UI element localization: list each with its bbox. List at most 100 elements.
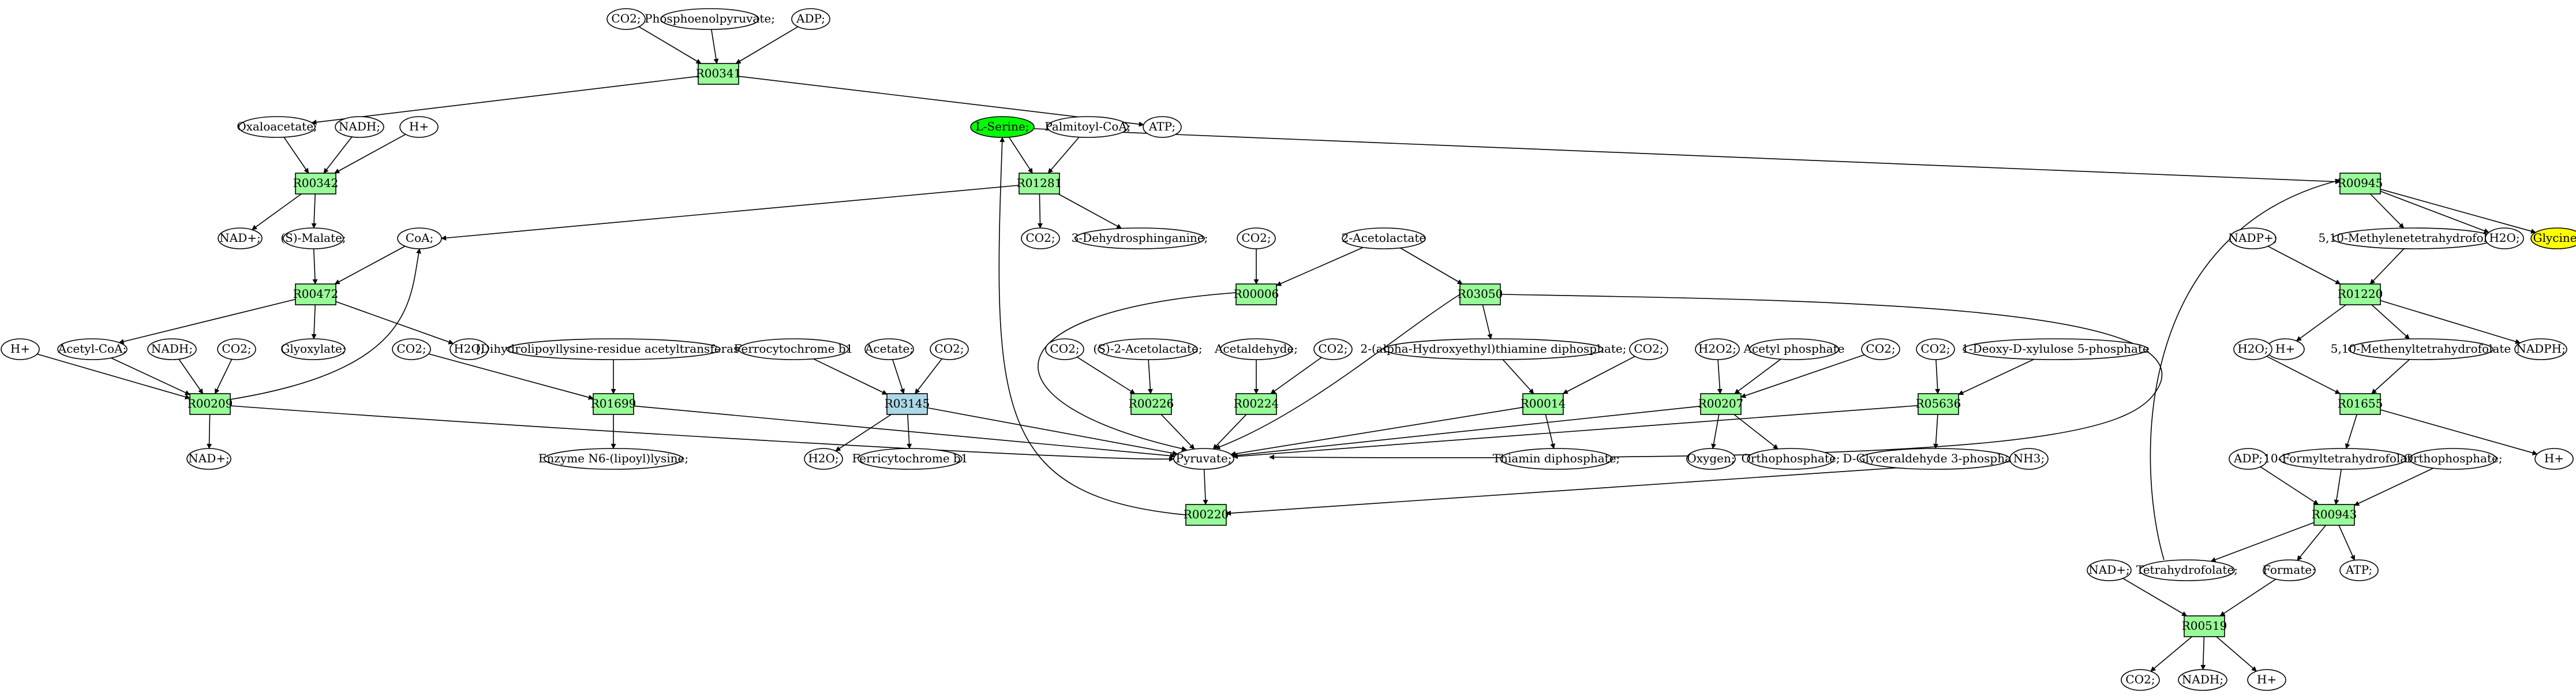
compound-node-n_h2o_b[interactable]: H2O; (804, 448, 843, 470)
compound-node-n_hplus_c[interactable]: H+ (2266, 338, 2305, 360)
reaction-node-r_R00209[interactable]: R00209 (188, 393, 233, 415)
reaction-node-r_R00943[interactable]: R00943 (2312, 504, 2357, 526)
reaction-node-r_R00341[interactable]: R00341 (696, 63, 742, 85)
compound-node-n_s2acetolactate[interactable]: (S)-2-Acetolactate; (1093, 338, 1203, 360)
compound-node-n_dehydrosphinganine[interactable]: 3-Dehydrosphinganine; (1072, 227, 1208, 249)
compound-node-n_co2_j[interactable]: CO2; (1861, 338, 1900, 360)
node-label: CO2; (1318, 342, 1347, 356)
reaction-node-r_R00224[interactable]: R00224 (1234, 393, 1279, 415)
compound-node-n_nadp_c[interactable]: NAD+; (2087, 559, 2132, 581)
compound-node-n_oxygen[interactable]: Oxygen; (1686, 448, 1736, 470)
compound-node-n_hplus_d[interactable]: H+ (2534, 448, 2574, 470)
compound-node-n_nadph[interactable]: NADPH; (2514, 338, 2567, 360)
edge-n_hydroxyethyl-to-r_R00014 (1502, 359, 1534, 394)
compound-node-n_acetylphosphate[interactable]: Acetyl phosphate (1743, 338, 1845, 360)
compound-node-n_oxaloacetate[interactable]: Oxaloacetate; (237, 116, 317, 138)
edge-n_smalate-to-r_R00472 (312, 248, 318, 285)
compound-node-n_formyl[interactable]: 10-Formyltetrahydrofolate; (2263, 448, 2423, 470)
compound-node-n_methenyl[interactable]: 5,10-Methenyltetrahydrofolate (2331, 338, 2511, 360)
compound-node-n_co2_k[interactable]: CO2; (1916, 338, 1955, 360)
reaction-node-r_R01220[interactable]: R01220 (2338, 283, 2383, 305)
compound-node-n_smalate[interactable]: (S)-Malate; (280, 227, 346, 249)
compound-node-n_hplus_b[interactable]: H+ (1, 338, 40, 360)
compound-node-n_glyoxylate[interactable]: Glyoxylate; (280, 338, 346, 360)
compound-node-n_glycine[interactable]: Glycine; (2530, 227, 2576, 249)
compound-node-n_orthophosphate_b[interactable]: Orthophosphate; (2403, 448, 2503, 470)
compound-node-n_orthophosphate_a[interactable]: Orthophosphate; (1741, 448, 1840, 470)
compound-node-n_co2_i[interactable]: CO2; (1629, 338, 1668, 360)
edge-r_R01281-to-n_coa (441, 185, 1020, 241)
compound-node-n_h2o_c[interactable]: H2O; (2485, 227, 2524, 249)
edge-n_formyl-to-r_R00943 (2334, 469, 2342, 505)
compound-node-n_lserine[interactable]: L-Serine; (970, 116, 1035, 138)
compound-node-n_co2_f[interactable]: CO2; (1237, 227, 1276, 249)
node-label: R05636 (1916, 397, 1961, 410)
compound-node-n_adp_b[interactable]: ADP; (2229, 448, 2268, 470)
compound-node-n_co2_c[interactable]: CO2; (392, 338, 431, 360)
node-label: R00220 (1184, 507, 1229, 521)
compound-node-n_co2_g[interactable]: CO2; (1045, 338, 1084, 360)
reaction-node-r_R00519[interactable]: R00519 (2182, 615, 2227, 637)
compound-node-n_acetylcoa[interactable]: Acetyl-CoA; (57, 338, 128, 360)
compound-node-n_deoxyxylulose[interactable]: 1-Deoxy-D-xylulose 5-phosphate (1961, 338, 2150, 360)
compound-node-n_thf[interactable]: Tetrahydrofolate; (2136, 559, 2238, 581)
compound-node-n_nadpplus[interactable]: NADP+; (2229, 227, 2278, 249)
compound-node-n_nadp_b[interactable]: NAD+; (186, 448, 231, 470)
reaction-node-r_R01655[interactable]: R01655 (2338, 393, 2383, 415)
compound-node-n_adp_a[interactable]: ADP; (791, 8, 830, 30)
compound-node-n_h2o2[interactable]: H2O2; (1695, 338, 1740, 360)
reaction-node-r_R00226[interactable]: R00226 (1129, 393, 1174, 415)
reaction-node-r_R03145[interactable]: R03145 (885, 393, 930, 415)
compound-ellipse (218, 227, 263, 249)
compound-node-n_methylene[interactable]: 5,10-Methylenetetrahydrofolate; (2318, 227, 2510, 249)
compound-node-n_pyruvate[interactable]: Pyruvate; (1173, 448, 1234, 470)
reaction-node-r_R00014[interactable]: R00014 (1521, 393, 1566, 415)
compound-ellipse (2279, 448, 2407, 470)
compound-node-n_hydroxyethyl[interactable]: 2-(alpha-Hydroxyethyl)thiamine diphospha… (1360, 338, 1627, 360)
reaction-node-r_R00207[interactable]: R00207 (1698, 393, 1744, 415)
compound-node-n_hplus_e[interactable]: H+ (2247, 669, 2286, 691)
compound-node-n_dihydrolipoyl[interactable]: [Dihydrolipoyllysine-residue acetyltrans… (476, 338, 751, 360)
compound-node-n_nadh_b[interactable]: NADH; (147, 338, 197, 360)
reaction-node-r_R00472[interactable]: R00472 (293, 283, 339, 305)
compound-node-n_atp_b[interactable]: ATP; (2339, 559, 2379, 581)
compound-node-n_ferrocytochrome[interactable]: Ferrocytochrome b1 (734, 338, 853, 360)
compound-node-n_co2_h[interactable]: CO2; (1313, 338, 1353, 360)
reaction-node-r_R00342[interactable]: R00342 (293, 173, 339, 195)
compound-node-n_acetate[interactable]: Acetate; (864, 338, 914, 360)
reaction-node-r_R00945[interactable]: R00945 (2338, 173, 2383, 195)
compound-node-n_h2o_d[interactable]: H2O; (2233, 338, 2272, 360)
compound-node-n_co2_l[interactable]: CO2; (2121, 669, 2160, 691)
compound-node-n_formate[interactable]: Formate; (2263, 559, 2316, 581)
compound-node-n_glyceraldehyde[interactable]: D-Glyceraldehyde 3-phosphate; (1843, 448, 2027, 470)
reaction-node-r_R01281[interactable]: R01281 (1017, 173, 1062, 195)
compound-node-n_palmitoylcoa[interactable]: Palmitoyl-CoA; (1044, 116, 1131, 138)
compound-node-n_acetaldehyde[interactable]: Acetaldehyde; (1214, 338, 1298, 360)
compound-node-n_coa[interactable]: CoA; (397, 227, 442, 249)
compound-node-n_h2o_a[interactable]: H2O; (450, 338, 489, 360)
compound-node-n_ferricytochrome[interactable]: Ferricytochrome b1 (852, 448, 968, 470)
compound-node-n_pep[interactable]: Phosphoenolpyruvate; (645, 8, 775, 30)
compound-node-n_enzyme_n6[interactable]: Enzyme N6-(lipoyl)lysine; (538, 448, 688, 470)
compound-node-n_atp_a[interactable]: ATP; (1143, 116, 1182, 138)
compound-node-n_acetolactate[interactable]: 2-Acetolactate (1342, 227, 1426, 249)
reaction-box (1918, 393, 1959, 415)
reaction-node-r_R00220[interactable]: R00220 (1184, 504, 1229, 526)
reaction-node-r_R01699[interactable]: R01699 (591, 393, 636, 415)
edge-n_pep-to-r_R00341 (711, 29, 719, 64)
compound-node-n_nadp_a[interactable]: NAD+; (218, 227, 263, 249)
compound-node-n_co2_e[interactable]: CO2; (930, 338, 969, 360)
edge-n_h2o_d-to-r_R01655 (2266, 356, 2341, 394)
compound-node-n_nadh_c[interactable]: NADH; (2178, 669, 2227, 691)
compound-node-n_hplus_a[interactable]: H+ (399, 116, 439, 138)
compound-node-n_nadh_a[interactable]: NADH; (335, 116, 384, 138)
compound-node-n_nh3[interactable]: NH3; (2009, 448, 2049, 470)
compound-node-n_co2_d[interactable]: CO2; (1021, 227, 1060, 249)
compound-ellipse (930, 338, 969, 360)
reaction-node-r_R00006[interactable]: R00006 (1234, 283, 1279, 305)
compound-node-n_thiamin[interactable]: Thiamin diphosphate; (1493, 448, 1620, 470)
reaction-node-r_R05636[interactable]: R05636 (1916, 393, 1961, 415)
compound-node-n_co2_b[interactable]: CO2; (217, 338, 256, 360)
reaction-node-r_R03050[interactable]: R03050 (1458, 283, 1503, 305)
compound-node-n_co2_a[interactable]: CO2; (606, 8, 646, 30)
